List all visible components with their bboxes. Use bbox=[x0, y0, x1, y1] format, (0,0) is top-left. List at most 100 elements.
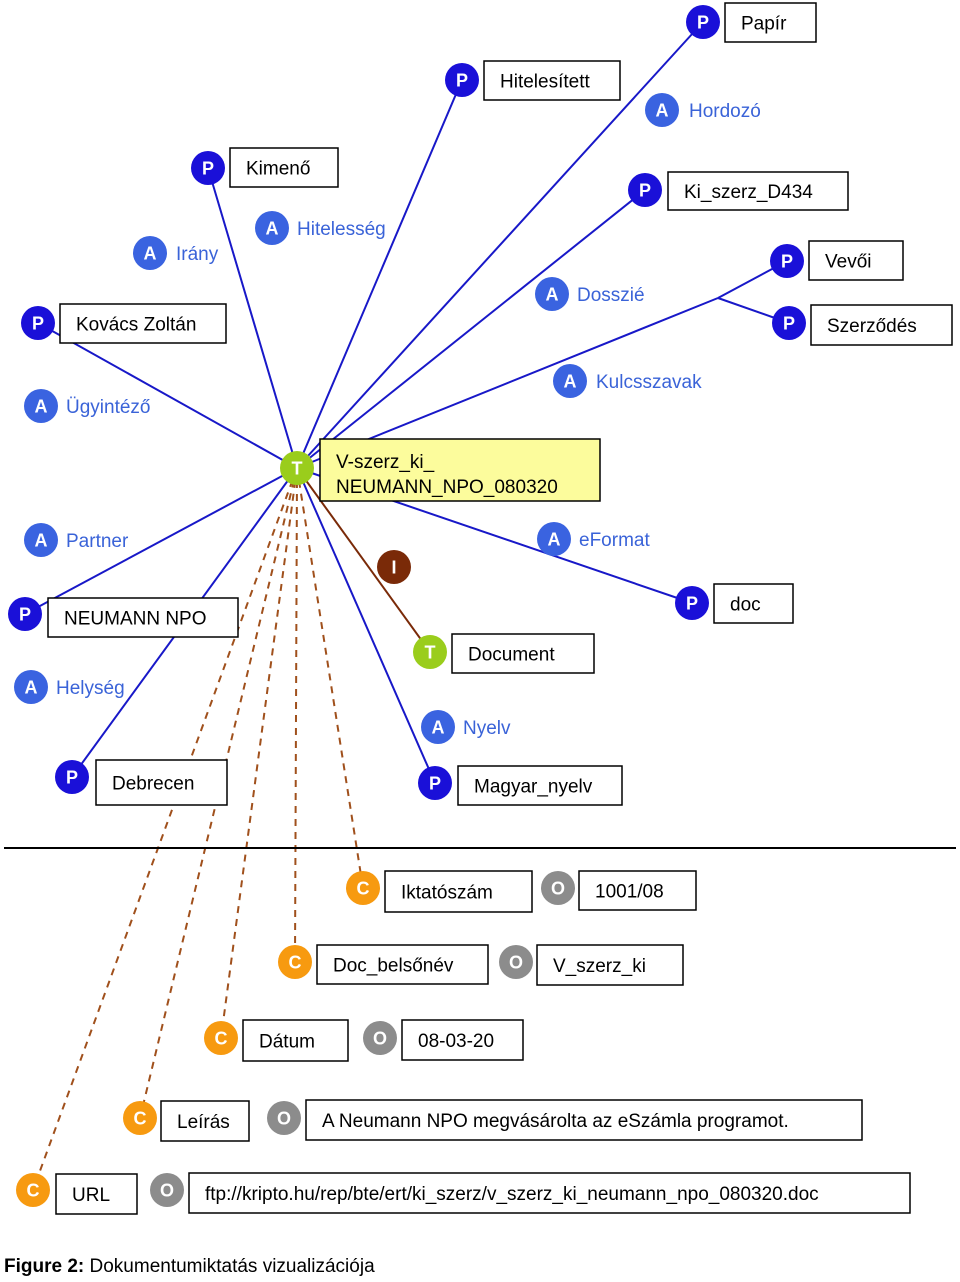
assoc-partner-badge bbox=[24, 523, 58, 557]
occurrence-url-type-badge bbox=[16, 1173, 50, 1207]
occurrence-le-r-s-value-box-text: A Neumann NPO megvásárolta az eSzámla pr… bbox=[322, 1111, 789, 1132]
figure-caption: Figure 2: Dokumentumiktatás vizualizáció… bbox=[4, 1256, 375, 1278]
edge-occ-datum bbox=[220, 467, 298, 1039]
player-magyar-nyelv-box-text: Magyar_nyelv bbox=[474, 777, 593, 798]
occurrence-url-value-box-text: ftp://kripto.hu/rep/bte/ert/ki_szerz/v_s… bbox=[205, 1184, 819, 1205]
occurrence-d-tum-value-badge bbox=[363, 1021, 397, 1055]
instance-of-badge-letter: I bbox=[391, 558, 396, 578]
player-ki-szerz-d434-badge bbox=[628, 173, 662, 207]
player-ki-szerz-d434-box bbox=[667, 171, 849, 211]
assoc-hiteless-g-label: Hitelesség bbox=[297, 219, 386, 240]
player-doc-badge bbox=[675, 586, 709, 620]
player-neumann-npo-box bbox=[47, 597, 239, 638]
occurrence-url-value-box bbox=[188, 1172, 911, 1214]
occurrence-iktat-sz-m-name-box-text: Iktatószám bbox=[401, 883, 493, 904]
occurrence-iktat-sz-m-value-box-text: 1001/08 bbox=[595, 882, 664, 903]
occurrence-le-r-s-type-badge-letter: C bbox=[134, 1109, 147, 1129]
occurrence-url-value-badge-letter: O bbox=[160, 1181, 174, 1201]
assoc-hordoz--badge-letter: A bbox=[656, 101, 669, 121]
root-topic-line-2: NEUMANN_NPO_080320 bbox=[336, 477, 558, 498]
player-doc-box bbox=[713, 583, 794, 624]
document-topic-badge-letter: T bbox=[425, 643, 436, 663]
occurrence-url-name-box bbox=[55, 1173, 138, 1215]
assoc-kulcsszavak-badge-letter: A bbox=[564, 372, 577, 392]
occurrence-doc-bels-n-v-value-badge bbox=[499, 945, 533, 979]
edge-root-neumann bbox=[24, 467, 298, 615]
edge-occ-iktatoszam bbox=[296, 467, 364, 889]
assoc-dosszi--label: Dosszié bbox=[577, 285, 645, 306]
root-topic-line-1: V-szerz_ki_ bbox=[336, 452, 435, 473]
player-doc-box-text: doc bbox=[730, 595, 761, 616]
edge-occ-url bbox=[32, 467, 298, 1191]
occurrence-d-tum-name-box bbox=[242, 1019, 349, 1062]
occurrence-le-r-s-value-badge-letter: O bbox=[277, 1109, 291, 1129]
occurrence-iktat-sz-m-name-box bbox=[384, 870, 533, 913]
instance-of-badge bbox=[377, 550, 411, 584]
document-topic-badge bbox=[413, 635, 447, 669]
caption-text: Dokumentumiktatás vizualizációja bbox=[84, 1256, 375, 1277]
player-kov-cs-zolt-n-badge bbox=[21, 306, 55, 340]
occurrence-d-tum-value-box bbox=[401, 1019, 524, 1061]
occurrence-url-name-box-text: URL bbox=[72, 1185, 110, 1206]
player-hiteles-tett-box-text: Hitelesített bbox=[500, 72, 590, 93]
player-kimen--box-text: Kimenő bbox=[246, 159, 310, 180]
player-vev-i-box bbox=[808, 240, 904, 281]
edge-root-papir bbox=[296, 21, 704, 469]
assoc-nyelv-badge bbox=[421, 710, 455, 744]
occurrence-doc-bels-n-v-name-box-text: Doc_belsőnév bbox=[333, 956, 454, 977]
player-doc-badge-letter: P bbox=[686, 594, 698, 614]
player-magyar-nyelv-badge bbox=[418, 766, 452, 800]
occurrence-doc-bels-n-v-value-box-text: V_szerz_ki bbox=[553, 956, 646, 977]
occurrence-doc-bels-n-v-type-badge-letter: C bbox=[289, 953, 302, 973]
player-neumann-npo-badge bbox=[8, 597, 42, 631]
assoc-helys-g-badge-letter: A bbox=[25, 678, 38, 698]
player-hiteles-tett-badge-letter: P bbox=[456, 71, 468, 91]
assoc--gyint-z--badge-letter: A bbox=[35, 397, 48, 417]
occurrence-doc-bels-n-v-value-box bbox=[536, 944, 684, 986]
occurrence-d-tum-value-box-text: 08-03-20 bbox=[418, 1031, 494, 1052]
occurrence-iktat-sz-m-value-badge bbox=[541, 871, 575, 905]
assoc--gyint-z--label: Ügyintéző bbox=[66, 397, 151, 418]
player-debrecen-badge-letter: P bbox=[66, 768, 78, 788]
occurrence-d-tum-value-badge-letter: O bbox=[373, 1029, 387, 1049]
edge-root-hitelesitett bbox=[296, 79, 463, 469]
player-pap-r-badge-letter: P bbox=[697, 13, 709, 33]
assoc-ir-ny-badge bbox=[133, 236, 167, 270]
edge-root-kimeno bbox=[207, 167, 298, 469]
occurrence-le-r-s-type-badge bbox=[123, 1101, 157, 1135]
player-vev-i-badge bbox=[770, 244, 804, 278]
player-debrecen-box-text: Debrecen bbox=[112, 774, 194, 795]
document-topic-box-text: Document bbox=[468, 645, 555, 666]
player-neumann-npo-box-text: NEUMANN NPO bbox=[64, 609, 207, 630]
assoc-helys-g-badge bbox=[14, 670, 48, 704]
occurrence-d-tum-type-badge bbox=[204, 1021, 238, 1055]
occurrence-doc-bels-n-v-value-badge-letter: O bbox=[509, 953, 523, 973]
player-kov-cs-zolt-n-badge-letter: P bbox=[32, 314, 44, 334]
player-kov-cs-zolt-n-box-text: Kovács Zoltán bbox=[76, 315, 196, 336]
root-topic-badge bbox=[280, 451, 314, 485]
assoc--gyint-z--badge bbox=[24, 389, 58, 423]
assoc-hiteless-g-badge-letter: A bbox=[266, 219, 279, 239]
occurrence-le-r-s-value-box bbox=[305, 1099, 863, 1141]
player-ki-szerz-d434-badge-letter: P bbox=[639, 181, 651, 201]
caption-prefix: Figure 2: bbox=[4, 1256, 85, 1277]
occurrence-iktat-sz-m-type-badge-letter: C bbox=[357, 879, 370, 899]
player-hiteles-tett-box bbox=[483, 60, 621, 101]
player-vev-i-box-text: Vevői bbox=[825, 252, 871, 273]
player-ki-szerz-d434-box-text: Ki_szerz_D434 bbox=[684, 182, 813, 203]
assoc-hordoz--badge bbox=[645, 93, 679, 127]
edge-root-document bbox=[296, 467, 431, 653]
edge-root-magyar bbox=[296, 467, 436, 784]
occurrence-url-type-badge-letter: C bbox=[27, 1181, 40, 1201]
edge-root-ki-szerz bbox=[296, 189, 646, 469]
assoc-ir-ny-label: Irány bbox=[176, 244, 219, 265]
player-kimen--badge bbox=[191, 151, 225, 185]
player-debrecen-box bbox=[95, 759, 228, 806]
root-topic-box bbox=[319, 438, 601, 502]
occurrence-d-tum-name-box-text: Dátum bbox=[259, 1032, 315, 1053]
player-szerz-d-s-box-text: Szerződés bbox=[827, 316, 917, 337]
occurrence-doc-bels-n-v-name-box bbox=[316, 944, 489, 985]
assoc-partner-badge-letter: A bbox=[35, 531, 48, 551]
player-kimen--box bbox=[229, 147, 339, 188]
